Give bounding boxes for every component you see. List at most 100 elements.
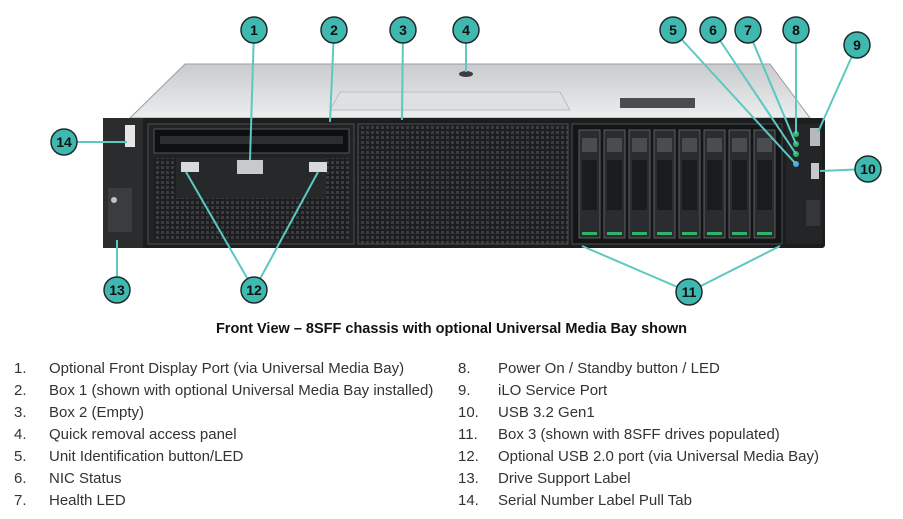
callout-2: 2 — [320, 16, 348, 44]
front-display-port[interactable] — [237, 160, 263, 174]
legend-item-text: Quick removal access panel — [49, 426, 237, 443]
drive-carrier[interactable] — [603, 129, 626, 239]
legend-item: 12. Optional USB 2.0 port (via Universal … — [458, 446, 819, 468]
callout-number: 14 — [56, 134, 72, 150]
leader-line — [329, 29, 335, 123]
callout-circle — [389, 16, 417, 44]
legend-item-text: Box 3 (shown with 8SFF drives populated) — [498, 426, 780, 443]
box-2-empty — [357, 123, 569, 245]
chassis-front-panel — [103, 118, 825, 248]
usb-2-port-left[interactable] — [181, 162, 199, 172]
legend-item-text: Serial Number Label Pull Tab — [498, 492, 692, 509]
callout-number: 2 — [330, 22, 338, 38]
legend-item: 3.Box 2 (Empty) — [14, 402, 433, 424]
leader-line — [249, 29, 255, 161]
usb-3-port[interactable] — [811, 163, 819, 179]
legend-item-text: Power On / Standby button / LED — [498, 360, 720, 377]
callout-circle — [699, 16, 727, 44]
legend-item-text: Optional USB 2.0 port (via Universal Med… — [498, 448, 819, 465]
leader-line — [672, 29, 797, 165]
leader-line — [185, 171, 255, 291]
drive-bays — [578, 129, 776, 239]
callout-number: 5 — [669, 22, 677, 38]
legend-item-number: 8. — [458, 360, 471, 377]
callout-number: 4 — [462, 22, 470, 38]
callout-11: 11 — [675, 278, 703, 306]
callout-circle — [675, 278, 703, 306]
legend-item: 4.Quick removal access panel — [14, 424, 433, 446]
callout-4: 4 — [452, 16, 480, 44]
callout-circle — [320, 16, 348, 44]
callout-circle — [50, 128, 78, 156]
legend-item-number: 6. — [14, 470, 27, 487]
callout-circle — [843, 31, 871, 59]
drive-carrier[interactable] — [678, 129, 701, 239]
callout-number: 11 — [682, 284, 697, 300]
callout-number: 9 — [853, 37, 861, 53]
callout-circle — [782, 16, 810, 44]
callout-circle — [734, 16, 762, 44]
legend-item-number: 12. — [458, 448, 479, 465]
callout-circle — [659, 16, 687, 44]
chassis-top-cover — [128, 63, 811, 119]
callout-number: 13 — [109, 282, 125, 298]
legend-item: 9.iLO Service Port — [458, 380, 819, 402]
legend-item: 10. USB 3.2 Gen1 — [458, 402, 819, 424]
leader-line — [747, 29, 797, 145]
callout-6: 6 — [699, 16, 727, 44]
legend-item: 14. Serial Number Label Pull Tab — [458, 490, 819, 512]
legend-item-text: Unit Identification button/LED — [49, 448, 244, 465]
ilo-service-port[interactable] — [810, 128, 820, 146]
callout-10: 10 — [854, 155, 882, 183]
legend-item-number: 7. — [14, 492, 27, 509]
box-3-drive-cage — [571, 123, 783, 245]
serial-number-pull-tab[interactable] — [125, 125, 135, 147]
drive-carrier[interactable] — [728, 129, 751, 239]
leader-line — [688, 245, 781, 293]
callout-7: 7 — [734, 16, 762, 44]
callout-circle — [452, 16, 480, 44]
legend-list-right: 8. Power On / Standby button / LED 9.iLO S… — [458, 358, 819, 512]
figure-caption: Front View – 8SFF chassis with optional … — [215, 321, 688, 337]
legend-item: 7. Health LED — [14, 490, 433, 512]
callout-13: 13 — [103, 276, 131, 304]
callout-number: 1 — [250, 22, 258, 38]
callout-1: 1 — [240, 16, 268, 44]
legend-item-number: 1. — [14, 360, 27, 377]
callout-circle — [103, 276, 131, 304]
usb-2-port-right[interactable] — [309, 162, 327, 172]
legend-item-number: 11. — [458, 426, 478, 443]
drive-carrier[interactable] — [703, 129, 726, 239]
drive-carrier[interactable] — [578, 129, 601, 239]
legend-item-number: 14. — [458, 492, 479, 509]
drive-carrier[interactable] — [653, 129, 676, 239]
legend-item-number: 9. — [458, 382, 471, 399]
callout-circle — [240, 16, 268, 44]
callout-number: 10 — [860, 161, 876, 177]
callout-number: 12 — [246, 282, 262, 298]
legend-item-number: 13. — [458, 470, 479, 487]
callout-8: 8 — [782, 16, 810, 44]
leader-line — [581, 245, 690, 293]
drive-carrier[interactable] — [628, 129, 651, 239]
legend-item-number: 2. — [14, 382, 27, 399]
legend-item-text: NIC Status — [49, 470, 122, 487]
legend-item: 1.Optional Front Display Port (via Unive… — [14, 358, 433, 380]
drive-carrier[interactable] — [753, 129, 776, 239]
leader-line — [401, 29, 404, 121]
legend-item: 8. Power On / Standby button / LED — [458, 358, 819, 380]
legend-item: 13. Drive Support Label — [458, 468, 819, 490]
legend-item-text: Box 2 (Empty) — [49, 404, 145, 421]
legend-item-number: 5. — [14, 448, 27, 465]
legend-item-number: 10. — [458, 404, 479, 421]
leader-line — [817, 44, 858, 133]
legend-item-text: Drive Support Label — [498, 470, 631, 487]
callout-circle — [240, 276, 268, 304]
legend-item-text: Health LED — [49, 492, 126, 509]
leader-lines — [64, 29, 869, 293]
leader-line — [712, 29, 797, 155]
legend-item: 5. Unit Identification button/LED — [14, 446, 433, 468]
legend-item-text: USB 3.2 Gen1 — [498, 404, 595, 421]
